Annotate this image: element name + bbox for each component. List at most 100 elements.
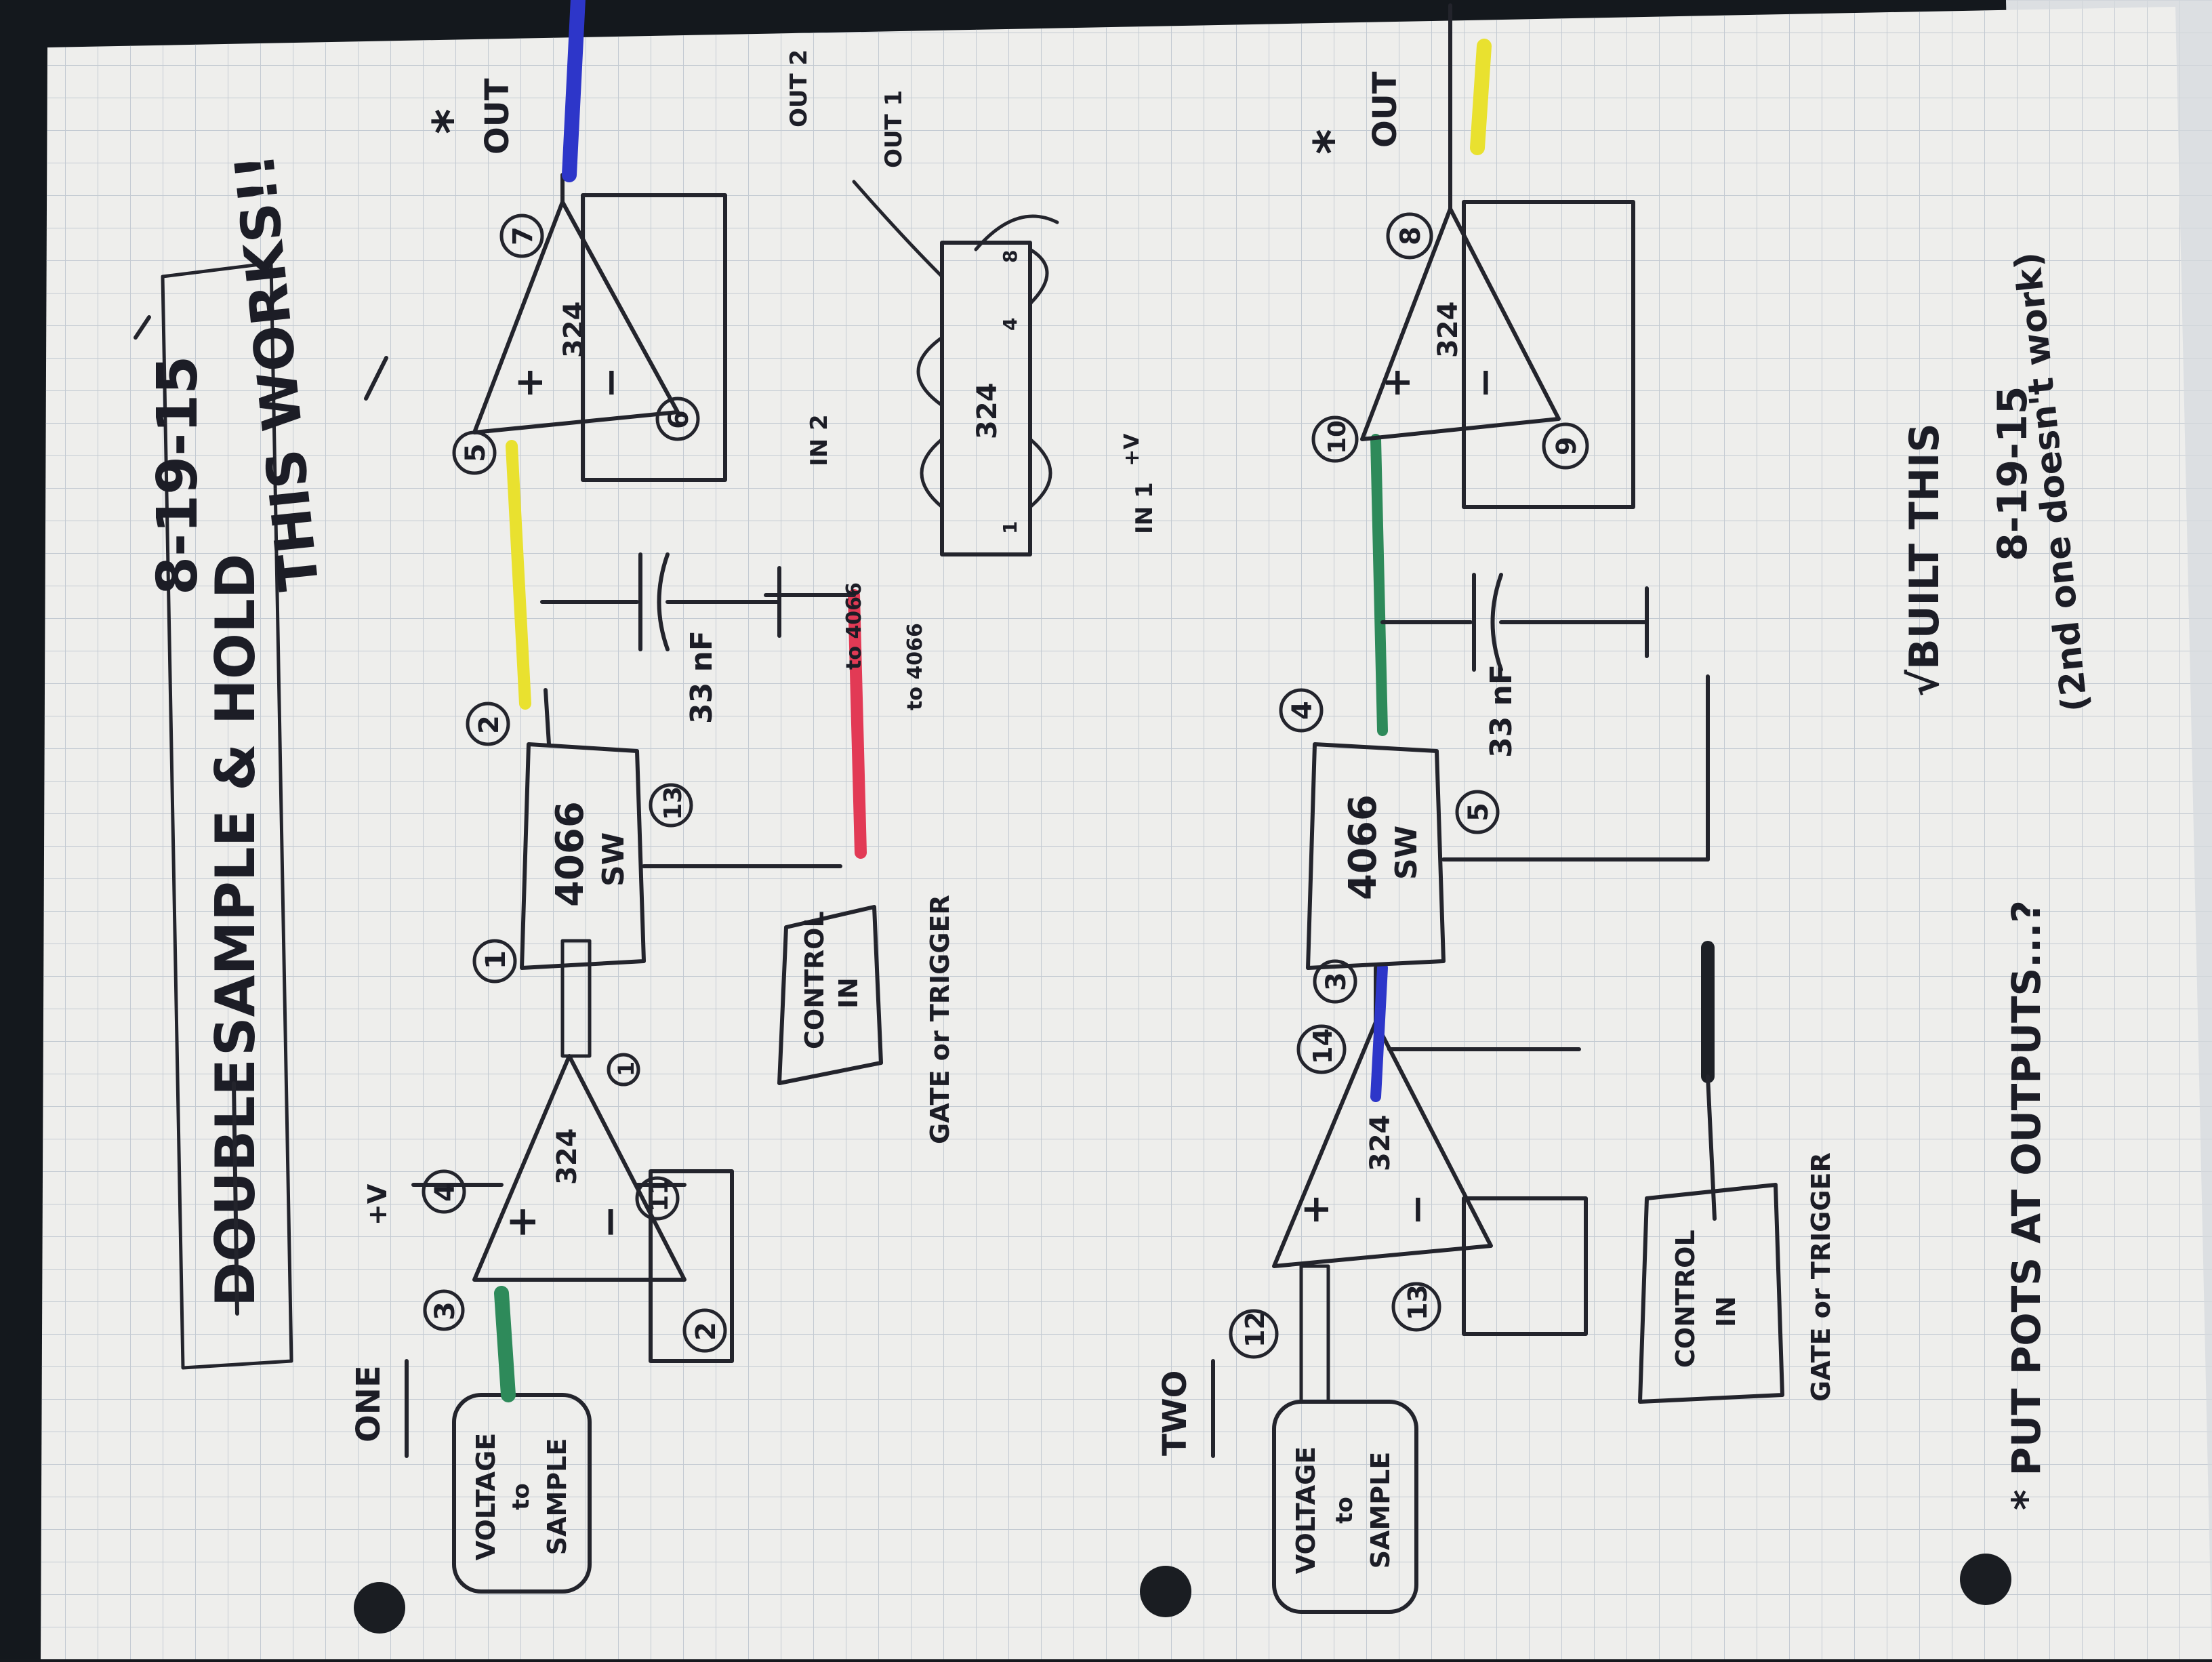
- opamp2-triangle: [1360, 207, 1561, 441]
- opamp2-chip: 324: [558, 302, 590, 359]
- out-star: *: [1303, 129, 1360, 155]
- out-label: OUT: [1366, 71, 1404, 148]
- opamp1-minus: −: [1395, 1194, 1439, 1225]
- blue-wire: [1370, 962, 1388, 1102]
- cap-plate-2: [657, 552, 670, 651]
- out-label: OUT: [478, 78, 516, 155]
- circuit-two-label: TWO: [1156, 1371, 1194, 1457]
- in2-label: IN 2: [806, 414, 833, 466]
- op2-pin-6: 6: [663, 410, 695, 429]
- yellow-wire: [506, 440, 531, 710]
- opamp1-feedback: [649, 1169, 734, 1363]
- control-caption: GATE or TRIGGER: [1806, 1152, 1836, 1402]
- switch-chip: 4066: [1341, 794, 1385, 900]
- pin-14: 14: [1308, 1028, 1338, 1064]
- switch-box: [1306, 742, 1446, 970]
- blue-wire: [562, 0, 590, 182]
- title: SAMPLE & HOLD: [204, 554, 267, 1056]
- punch-hole: [1140, 1566, 1191, 1617]
- opamp2-plus: +: [1375, 367, 1419, 399]
- control-caption: GATE or TRIGGER: [925, 895, 955, 1144]
- chip-sketch: 324 1 4 8 OUT 2 OUT 1 IN 2 IN 1 to 4066 …: [785, 49, 1158, 710]
- out2-label: OUT 2: [785, 49, 813, 127]
- op2-pin-10: 10: [1324, 420, 1351, 454]
- sw-pin-5: 5: [1463, 803, 1494, 822]
- op2-pin-5: 5: [460, 443, 491, 462]
- switch-sub: SW: [1389, 826, 1424, 880]
- switch-sub: SW: [596, 832, 631, 887]
- opamp2-triangle: [472, 200, 680, 434]
- opamp1-minus: −: [586, 1205, 634, 1239]
- sw-pin-3: 3: [1321, 972, 1352, 991]
- opamp1-chip: 324: [552, 1129, 583, 1185]
- sketch-content: DOUBLE SAMPLE & HOLD THIS WORKS!! 8-19-1…: [134, 0, 2096, 1614]
- out1-label: OUT 1: [880, 90, 907, 168]
- pin-3: 3: [430, 1301, 461, 1320]
- opamp2-chip: 324: [1433, 302, 1464, 359]
- circuit-two: TWO VOLTAGE to SAMPLE 12 + − 324 13 14 4…: [1156, 3, 1836, 1614]
- opamp1-chip: 324: [1365, 1115, 1396, 1172]
- pin-2: 2: [691, 1322, 722, 1341]
- input-wire: [1299, 1264, 1330, 1404]
- chip-pin-8: 8: [999, 250, 1021, 263]
- opamp1-output-wire: [560, 939, 592, 1058]
- cap-label: 33 nF: [1484, 664, 1519, 758]
- sw-pin-2: 2: [474, 715, 505, 734]
- pin-1: 1: [613, 1061, 639, 1076]
- control-text-2: IN: [1711, 1296, 1741, 1327]
- pin-13: 13: [1403, 1284, 1433, 1320]
- green-wire: [494, 1286, 516, 1402]
- switch-chip: 4066: [548, 801, 592, 907]
- control-text-1: CONTROL: [1671, 1230, 1700, 1368]
- opamp1-supply: +V: [363, 1183, 392, 1225]
- opamp1-triangle: [1272, 1020, 1493, 1268]
- circuit-one: ONE VOLTAGE to SAMPLE 3 + − 324 +V 4 11 …: [350, 0, 955, 1594]
- opamp2-feedback: [581, 193, 727, 482]
- opamp2-minus: −: [1463, 367, 1507, 399]
- pin-12: 12: [1240, 1312, 1270, 1347]
- opamp1-triangle: [472, 1054, 687, 1282]
- chip-label: 324: [972, 383, 1003, 440]
- in1-label: IN 1: [1131, 482, 1158, 534]
- strike-line: [232, 1081, 239, 1316]
- to-4066-a: to 4066: [842, 582, 866, 670]
- op2-pin-9: 9: [1551, 437, 1582, 455]
- pin-4: 4: [430, 1183, 461, 1202]
- control-box: [777, 905, 883, 1085]
- control-text-2: IN: [834, 977, 863, 1009]
- op2-pin-8: 8: [1395, 226, 1427, 245]
- chip-pin-1: 1: [999, 521, 1021, 534]
- opamp2-minus: −: [589, 367, 633, 399]
- opamp1-feedback: [1462, 1196, 1588, 1336]
- opamp2-feedback: [1462, 200, 1635, 509]
- date-underline: [134, 315, 151, 340]
- status-underline: [364, 356, 388, 401]
- input-box: [452, 1393, 592, 1594]
- green-wire: [1370, 434, 1388, 736]
- input-text-1: VOLTAGE: [1291, 1446, 1321, 1575]
- to-4066-b: to 4066: [903, 623, 927, 710]
- opamp1-plus: +: [498, 1205, 546, 1239]
- cap-label: 33 nF: [684, 630, 719, 724]
- sw-pin-1: 1: [480, 950, 512, 969]
- switch-box: [520, 742, 646, 970]
- punch-hole: [1960, 1554, 2011, 1605]
- opamp2-plus: +: [508, 367, 552, 399]
- input-text-3: SAMPLE: [542, 1438, 572, 1556]
- circuit-one-label: ONE: [350, 1365, 388, 1442]
- red-wire: [848, 589, 867, 859]
- build-check: √BUILT THIS: [1901, 423, 1948, 697]
- punch-hole: [354, 1582, 405, 1634]
- footnote: * PUT POTS AT OUTPUTS...?: [2003, 900, 2049, 1510]
- input-text-3: SAMPLE: [1366, 1452, 1395, 1569]
- yellow-wire: [1470, 39, 1492, 155]
- out-star: *: [422, 108, 479, 134]
- title-box: [161, 261, 293, 1370]
- opamp1-plus: +: [1294, 1194, 1338, 1225]
- op2-pin-7: 7: [508, 226, 539, 245]
- input-text-2: to: [508, 1483, 535, 1510]
- plus-v-label: +V: [1120, 433, 1144, 466]
- input-text-2: to: [1331, 1497, 1358, 1524]
